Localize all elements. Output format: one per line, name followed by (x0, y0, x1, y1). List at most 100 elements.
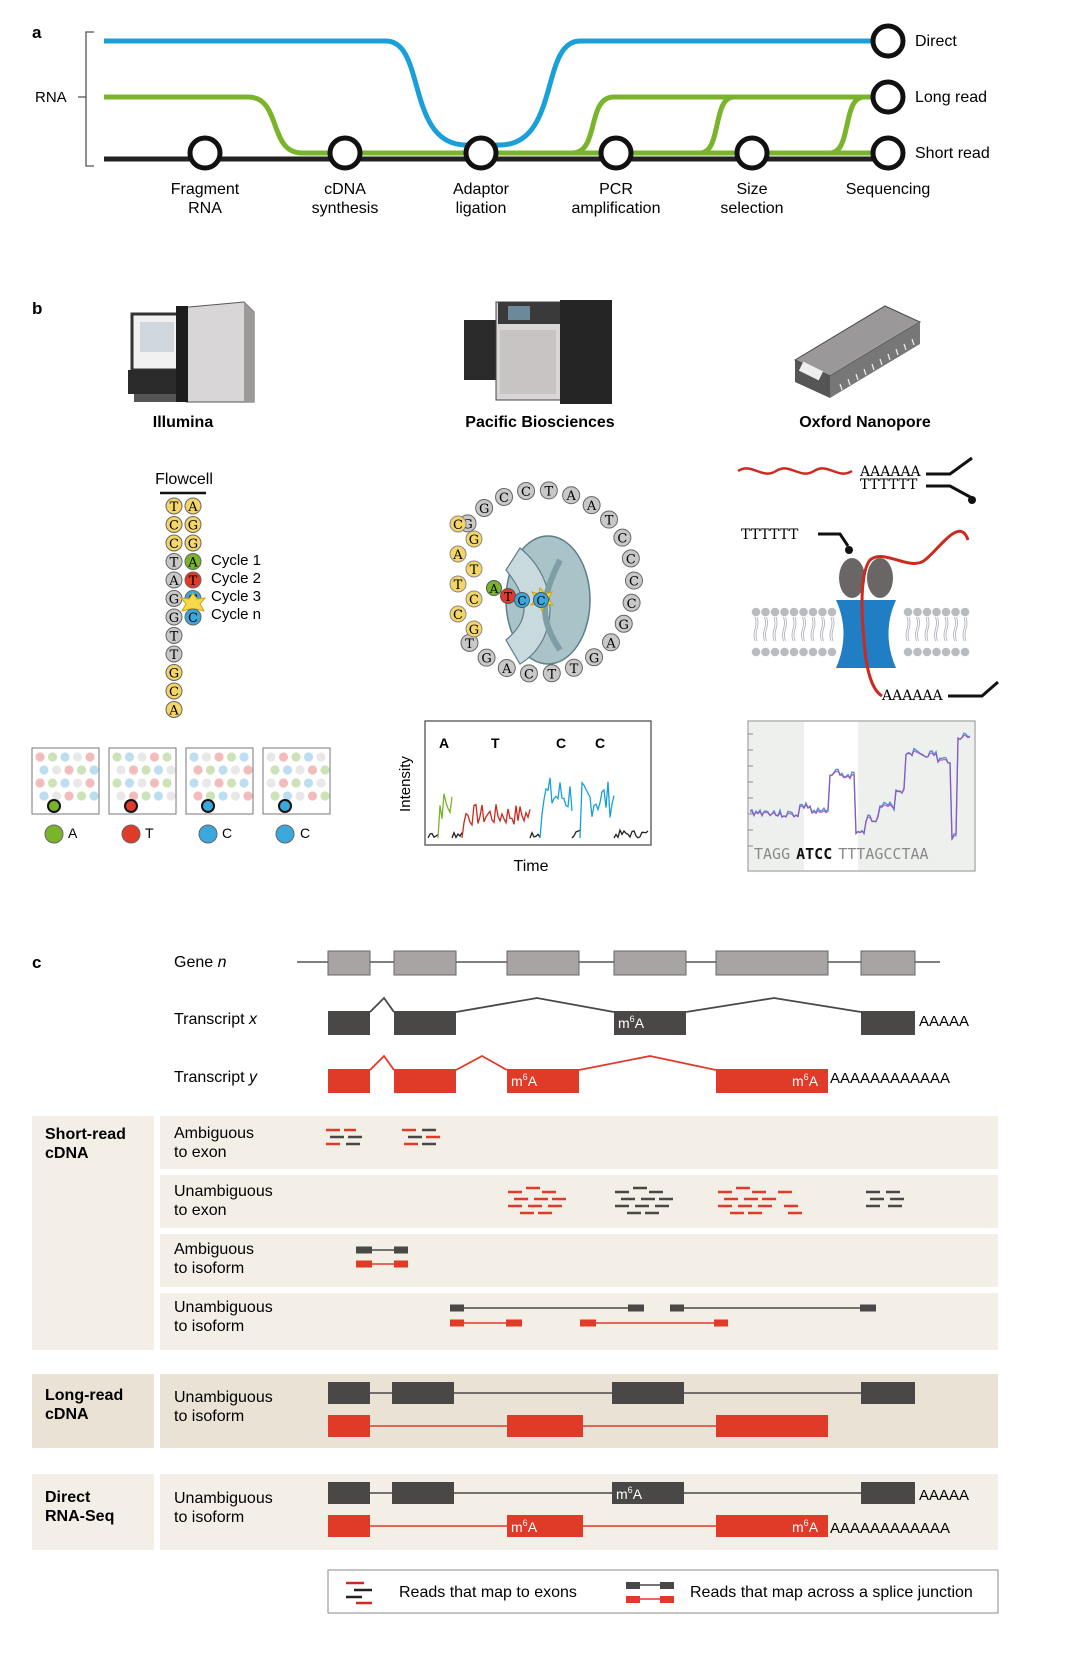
tile-cluster (39, 791, 49, 801)
tile-cluster (243, 791, 253, 801)
junction-read-block (356, 1246, 372, 1254)
row-label-4b: to isoform (174, 1318, 244, 1335)
step-circle-cdna (327, 135, 363, 171)
group-title-long-2: cDNA (45, 1406, 89, 1423)
gene-exon (715, 950, 829, 976)
lipid-tail (801, 616, 806, 642)
step-label-cdna-1: cDNA (324, 181, 366, 198)
tile-cluster (193, 791, 203, 801)
tile-cluster (51, 765, 62, 775)
tile-lit-cluster (201, 799, 215, 813)
gene-exon (393, 950, 457, 976)
tile-legend-dot (121, 824, 141, 844)
isoform-exon (328, 1515, 370, 1537)
m6a-label: m6A (511, 1518, 538, 1535)
strand-base-letter: G (169, 593, 179, 608)
strand-base-letter: A (168, 704, 179, 719)
gene-exon (506, 950, 580, 976)
trace-segment (451, 831, 463, 839)
nanopore-rna-through-pore (860, 529, 970, 698)
ring-base (517, 482, 536, 501)
ring-inner-base (449, 545, 467, 563)
transcript-y-text: Transcript (174, 1069, 245, 1086)
step-label-sequencing-1: Sequencing (846, 181, 931, 198)
row-label-3a: Ambiguous (174, 1241, 254, 1258)
ring-base (475, 498, 494, 517)
trace-segment (539, 777, 573, 839)
tile-cluster (137, 752, 147, 762)
tile-cluster (116, 765, 126, 775)
row-label-5b: to isoform (174, 1408, 244, 1425)
strand-complement (184, 553, 202, 570)
ring-base (585, 648, 604, 667)
m6a-sup: 6 (523, 1518, 528, 1528)
m6a-label: m6A (792, 1072, 819, 1089)
ring-base (564, 658, 583, 677)
strand-complement (184, 534, 202, 552)
tile-cluster (60, 778, 70, 788)
ring-base (614, 614, 633, 633)
row-bg-6 (160, 1474, 998, 1550)
lipid-head (751, 647, 761, 657)
transcript-y-introns (369, 1054, 717, 1071)
lipid-tail (943, 616, 949, 642)
seq-highlight: ATCC (796, 845, 832, 863)
ring-base (624, 571, 643, 590)
strand-complement (184, 571, 202, 589)
lipid-head (913, 607, 922, 617)
row-label-1b: to exon (174, 1144, 226, 1161)
junction-read-block (628, 1304, 644, 1312)
strand-base-letter: C (169, 685, 179, 700)
tile-cluster (137, 778, 147, 788)
tile-cluster (72, 752, 83, 762)
lipid-head (951, 647, 960, 657)
ring-base (495, 488, 514, 507)
trace-label-4: C (595, 735, 605, 751)
tile-cluster (201, 752, 212, 762)
tile-cluster (295, 791, 305, 801)
ring-base (622, 593, 641, 612)
group-title-long-1: Long-read (45, 1387, 123, 1404)
squiggle-model (749, 734, 971, 842)
strand-complement-letter: A (187, 500, 198, 515)
strand-base (165, 645, 183, 663)
step-label-adaptor-1: Adaptor (453, 181, 510, 198)
tile-cluster (243, 765, 253, 775)
step-circle-adaptor (463, 135, 499, 171)
lipid-head (799, 607, 808, 617)
ring-base (601, 633, 620, 652)
transcript-x-exon (614, 1011, 686, 1035)
row-label-4a: Unambiguous (174, 1299, 273, 1316)
lipid-head (951, 607, 960, 617)
rna-bracket (85, 31, 94, 167)
tile-cluster (124, 778, 135, 788)
lipid-head (799, 647, 808, 657)
step-label-adaptor-2: ligation (456, 200, 507, 217)
ring-inner-letter: G (469, 533, 479, 548)
tile-cluster (226, 778, 237, 788)
nanopore-adapter-top (926, 456, 973, 500)
route-label-direct: Direct (915, 33, 957, 50)
trace-segment (427, 832, 439, 839)
long-read-branch-1 (571, 94, 888, 156)
tile-cluster (291, 752, 301, 762)
seq-prefix: TAGG (754, 845, 790, 863)
strand-complement (184, 497, 202, 515)
step-circle-sequencing (870, 135, 906, 171)
tile-cluster (141, 791, 151, 801)
tile-cluster (282, 791, 293, 801)
ring-base (497, 659, 516, 678)
isoform-exon (392, 1482, 454, 1504)
strand-complement-letter: T (189, 574, 198, 589)
route-label-long: Long read (915, 89, 987, 106)
junction-read-block (714, 1319, 728, 1327)
tile-cluster (149, 752, 160, 762)
row-label-2a: Unambiguous (174, 1183, 273, 1200)
isoform-exon (861, 1382, 915, 1404)
gene-exon (613, 950, 687, 976)
tile-lit-cluster (278, 799, 292, 813)
tile-legend-dot (198, 824, 218, 844)
strand-base (165, 534, 183, 552)
